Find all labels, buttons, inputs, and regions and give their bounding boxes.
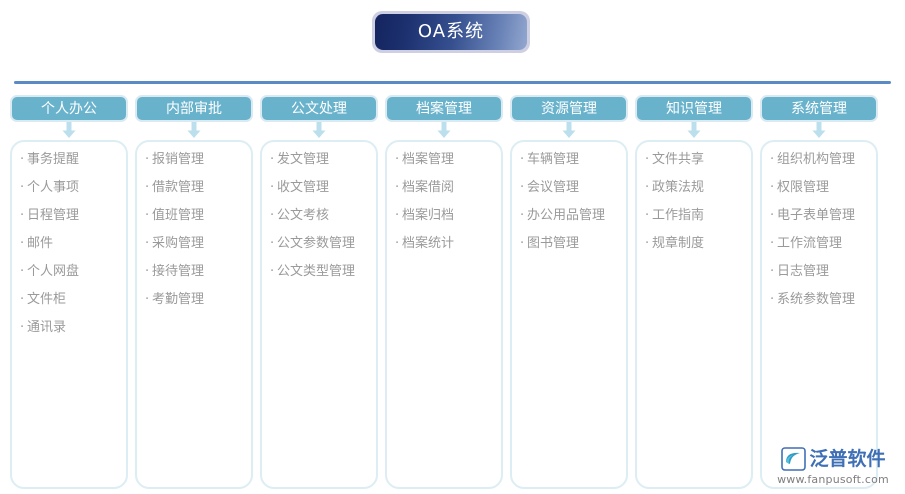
- module-column-resource-management: 资源管理车辆管理会议管理办公用品管理图书管理: [510, 95, 628, 489]
- menu-item[interactable]: 图书管理: [520, 237, 622, 250]
- arrow-down-icon: [312, 122, 326, 138]
- menu-item[interactable]: 会议管理: [520, 181, 622, 194]
- menu-item[interactable]: 考勤管理: [145, 293, 247, 306]
- menu-item[interactable]: 文件柜: [20, 293, 122, 306]
- menu-item[interactable]: 档案借阅: [395, 181, 497, 194]
- column-header-label: 公文处理: [291, 100, 347, 117]
- arrow-down-icon: [437, 122, 451, 138]
- menu-item[interactable]: 公文类型管理: [270, 265, 372, 278]
- menu-item[interactable]: 档案管理: [395, 153, 497, 166]
- menu-item[interactable]: 档案归档: [395, 209, 497, 222]
- column-header-document-processing[interactable]: 公文处理: [260, 95, 378, 122]
- menu-item[interactable]: 借款管理: [145, 181, 247, 194]
- column-header-label: 知识管理: [666, 100, 722, 117]
- column-header-label: 个人办公: [41, 100, 97, 117]
- menu-item[interactable]: 电子表单管理: [770, 209, 872, 222]
- column-header-label: 内部审批: [166, 100, 222, 117]
- column-header-resource-management[interactable]: 资源管理: [510, 95, 628, 122]
- module-column-knowledge-management: 知识管理文件共享政策法规工作指南规章制度: [635, 95, 753, 489]
- menu-item[interactable]: 个人网盘: [20, 265, 122, 278]
- column-header-label: 资源管理: [541, 100, 597, 117]
- column-connector-document-processing: [260, 122, 378, 140]
- arrow-down-icon: [187, 122, 201, 138]
- menu-item[interactable]: 日志管理: [770, 265, 872, 278]
- column-header-label: 系统管理: [791, 100, 847, 117]
- column-header-system-management[interactable]: 系统管理: [760, 95, 878, 122]
- arrow-down-icon: [62, 122, 76, 138]
- module-column-document-processing: 公文处理发文管理收文管理公文考核公文参数管理公文类型管理: [260, 95, 378, 489]
- module-column-personal-office: 个人办公事务提醒个人事项日程管理邮件个人网盘文件柜通讯录: [10, 95, 128, 489]
- page-title: OA系统: [417, 21, 485, 42]
- menu-item[interactable]: 收文管理: [270, 181, 372, 194]
- module-column-internal-approval: 内部审批报销管理借款管理值班管理采购管理接待管理考勤管理: [135, 95, 253, 489]
- header-divider: [14, 81, 891, 84]
- menu-item[interactable]: 日程管理: [20, 209, 122, 222]
- menu-item[interactable]: 个人事项: [20, 181, 122, 194]
- column-connector-personal-office: [10, 122, 128, 140]
- module-panel-resource-management: 车辆管理会议管理办公用品管理图书管理: [510, 140, 628, 489]
- menu-item[interactable]: 组织机构管理: [770, 153, 872, 166]
- arrow-down-icon: [812, 122, 826, 138]
- menu-item[interactable]: 办公用品管理: [520, 209, 622, 222]
- menu-item[interactable]: 采购管理: [145, 237, 247, 250]
- column-header-label: 档案管理: [416, 100, 472, 117]
- menu-item[interactable]: 值班管理: [145, 209, 247, 222]
- menu-item[interactable]: 档案统计: [395, 237, 497, 250]
- arrow-down-icon: [687, 122, 701, 138]
- menu-item[interactable]: 通讯录: [20, 321, 122, 334]
- menu-item[interactable]: 公文参数管理: [270, 237, 372, 250]
- menu-item[interactable]: 公文考核: [270, 209, 372, 222]
- module-column-archive-management: 档案管理档案管理档案借阅档案归档档案统计: [385, 95, 503, 489]
- column-header-archive-management[interactable]: 档案管理: [385, 95, 503, 122]
- page-title-badge-inner: OA系统: [375, 14, 527, 50]
- column-header-personal-office[interactable]: 个人办公: [10, 95, 128, 122]
- page-title-badge: OA系统: [372, 11, 530, 53]
- menu-item[interactable]: 报销管理: [145, 153, 247, 166]
- menu-item[interactable]: 文件共享: [645, 153, 747, 166]
- menu-item[interactable]: 权限管理: [770, 181, 872, 194]
- module-panel-system-management: 组织机构管理权限管理电子表单管理工作流管理日志管理系统参数管理: [760, 140, 878, 489]
- module-columns: 个人办公事务提醒个人事项日程管理邮件个人网盘文件柜通讯录内部审批报销管理借款管理…: [10, 95, 895, 489]
- menu-item[interactable]: 工作指南: [645, 209, 747, 222]
- menu-item[interactable]: 工作流管理: [770, 237, 872, 250]
- menu-item[interactable]: 邮件: [20, 237, 122, 250]
- column-header-internal-approval[interactable]: 内部审批: [135, 95, 253, 122]
- menu-item[interactable]: 接待管理: [145, 265, 247, 278]
- column-connector-system-management: [760, 122, 878, 140]
- column-connector-internal-approval: [135, 122, 253, 140]
- column-connector-knowledge-management: [635, 122, 753, 140]
- menu-item[interactable]: 发文管理: [270, 153, 372, 166]
- module-panel-document-processing: 发文管理收文管理公文考核公文参数管理公文类型管理: [260, 140, 378, 489]
- menu-item[interactable]: 车辆管理: [520, 153, 622, 166]
- module-panel-knowledge-management: 文件共享政策法规工作指南规章制度: [635, 140, 753, 489]
- module-column-system-management: 系统管理组织机构管理权限管理电子表单管理工作流管理日志管理系统参数管理: [760, 95, 878, 489]
- menu-item[interactable]: 规章制度: [645, 237, 747, 250]
- column-header-knowledge-management[interactable]: 知识管理: [635, 95, 753, 122]
- column-connector-resource-management: [510, 122, 628, 140]
- arrow-down-icon: [562, 122, 576, 138]
- menu-item[interactable]: 政策法规: [645, 181, 747, 194]
- menu-item[interactable]: 系统参数管理: [770, 293, 872, 306]
- menu-item[interactable]: 事务提醒: [20, 153, 122, 166]
- module-panel-internal-approval: 报销管理借款管理值班管理采购管理接待管理考勤管理: [135, 140, 253, 489]
- module-panel-archive-management: 档案管理档案借阅档案归档档案统计: [385, 140, 503, 489]
- module-panel-personal-office: 事务提醒个人事项日程管理邮件个人网盘文件柜通讯录: [10, 140, 128, 489]
- column-connector-archive-management: [385, 122, 503, 140]
